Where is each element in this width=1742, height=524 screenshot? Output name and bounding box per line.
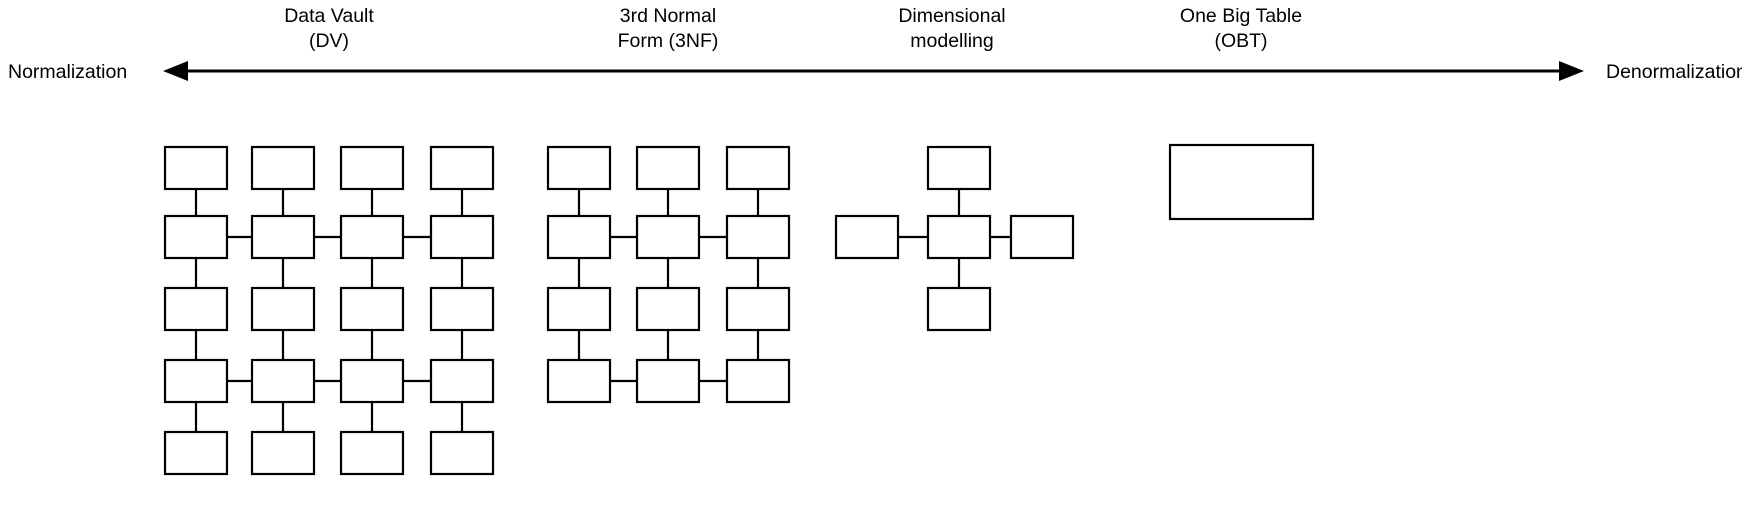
entity-box[interactable]: [250, 430, 316, 476]
axis-label-normalization: Normalization: [8, 61, 127, 83]
label-dimensional-line2: modelling: [910, 30, 993, 52]
label-3nf-line2: Form (3NF): [618, 30, 719, 52]
entity-box[interactable]: [725, 286, 791, 332]
entity-box[interactable]: [163, 358, 229, 404]
entity-box[interactable]: [635, 145, 701, 191]
model-obt: [1168, 143, 1315, 221]
entity-box[interactable]: [725, 145, 791, 191]
label-data-vault-line2: (DV): [309, 30, 349, 52]
entity-box[interactable]: [546, 286, 612, 332]
entity-box[interactable]: [250, 286, 316, 332]
one-big-table-box[interactable]: [1168, 143, 1315, 221]
entity-box[interactable]: [546, 214, 612, 260]
entity-box[interactable]: [339, 214, 405, 260]
entity-box[interactable]: [250, 358, 316, 404]
model-3nf: [546, 145, 791, 404]
dimension-box[interactable]: [926, 286, 992, 332]
entity-box[interactable]: [163, 214, 229, 260]
entity-box[interactable]: [429, 145, 495, 191]
dimension-box[interactable]: [834, 214, 900, 260]
entity-box[interactable]: [429, 214, 495, 260]
label-dimensional-line1: Dimensional: [898, 5, 1005, 27]
entity-box[interactable]: [546, 145, 612, 191]
entity-box[interactable]: [339, 358, 405, 404]
entity-box[interactable]: [250, 214, 316, 260]
entity-box[interactable]: [635, 286, 701, 332]
label-obt-line2: (OBT): [1214, 30, 1267, 52]
entity-box[interactable]: [429, 358, 495, 404]
approach-labels: Data Vault (DV) 3rd Normal Form (3NF) Di…: [284, 5, 1302, 52]
entity-box[interactable]: [339, 145, 405, 191]
arrow-head-left-icon: [163, 61, 188, 81]
entity-box[interactable]: [429, 286, 495, 332]
entity-box[interactable]: [725, 214, 791, 260]
entity-box[interactable]: [635, 358, 701, 404]
dimension-box[interactable]: [926, 145, 992, 191]
dimension-box[interactable]: [1009, 214, 1075, 260]
entity-box[interactable]: [546, 358, 612, 404]
spectrum-axis: [163, 61, 1584, 81]
entity-box[interactable]: [163, 145, 229, 191]
label-obt-line1: One Big Table: [1180, 5, 1302, 27]
model-data-vault: [163, 145, 495, 476]
entity-box[interactable]: [725, 358, 791, 404]
entity-box[interactable]: [163, 286, 229, 332]
model-dimensional: [834, 145, 1075, 332]
entity-box[interactable]: [339, 286, 405, 332]
entity-box[interactable]: [339, 430, 405, 476]
entity-box[interactable]: [250, 145, 316, 191]
entity-box[interactable]: [635, 214, 701, 260]
fact-box[interactable]: [926, 214, 992, 260]
label-data-vault-line1: Data Vault: [284, 5, 374, 27]
axis-label-denormalization: Denormalization: [1606, 61, 1742, 83]
entity-box[interactable]: [163, 430, 229, 476]
arrow-head-right-icon: [1559, 61, 1584, 81]
label-3nf-line1: 3rd Normal: [620, 5, 716, 27]
entity-box[interactable]: [429, 430, 495, 476]
